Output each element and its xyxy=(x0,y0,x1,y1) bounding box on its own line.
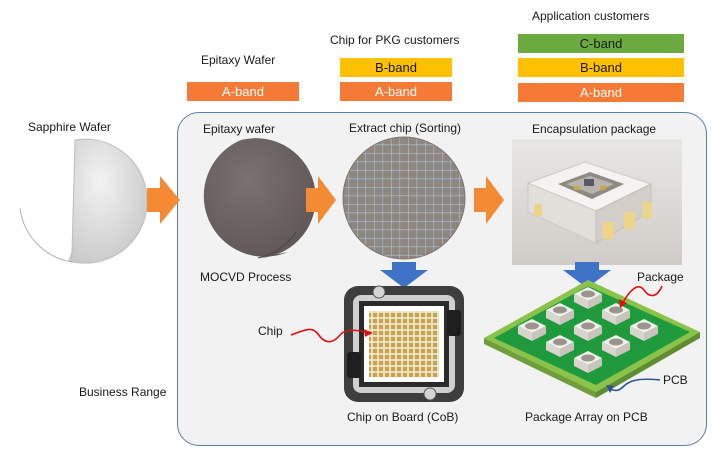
sapphire-wafer-disc xyxy=(68,138,148,264)
label-application-customers: Application customers xyxy=(532,9,650,23)
label-chip-on-board: Chip on Board (CoB) xyxy=(347,410,459,424)
flow-arrow-2 xyxy=(306,176,336,224)
app-b-band: B-band xyxy=(518,58,684,77)
label-sapphire-wafer: Sapphire Wafer xyxy=(28,120,111,134)
label-mocvd-process: MOCVD Process xyxy=(200,270,292,284)
label-pcb: PCB xyxy=(663,373,688,387)
pkg-b-band: B-band xyxy=(340,58,452,77)
label-chip: Chip xyxy=(258,324,283,338)
chip-callout-line xyxy=(290,328,373,343)
package-callout-line xyxy=(621,285,663,305)
cob-led-array xyxy=(369,311,439,377)
label-package-array: Package Array on PCB xyxy=(525,410,648,424)
app-c-band: C-band xyxy=(518,34,684,53)
label-epitaxy-wafer-top: Epitaxy Wafer xyxy=(201,53,276,67)
label-epitaxy-wafer-inner: Epitaxy wafer xyxy=(203,122,276,136)
label-encapsulation-package: Encapsulation package xyxy=(532,122,657,136)
app-a-band: A-band xyxy=(518,83,684,102)
down-arrow-cob xyxy=(380,262,428,288)
flow-arrow-1 xyxy=(147,176,180,224)
epitaxy-a-band: A-band xyxy=(187,82,299,101)
label-chip-pkg-customers: Chip for PKG customers xyxy=(330,33,460,47)
down-arrow-array xyxy=(563,262,611,288)
flow-arrow-3 xyxy=(474,176,504,224)
pcb-callout-line xyxy=(608,378,661,392)
pcb-packages xyxy=(518,287,658,373)
label-extract-chip: Extract chip (Sorting) xyxy=(349,121,462,135)
label-package: Package xyxy=(637,270,684,284)
epitaxy-wafer-disc xyxy=(203,138,316,258)
label-business-range: Business Range xyxy=(79,385,167,399)
sorting-wafer xyxy=(343,137,465,259)
pkg-a-band: A-band xyxy=(340,82,452,101)
